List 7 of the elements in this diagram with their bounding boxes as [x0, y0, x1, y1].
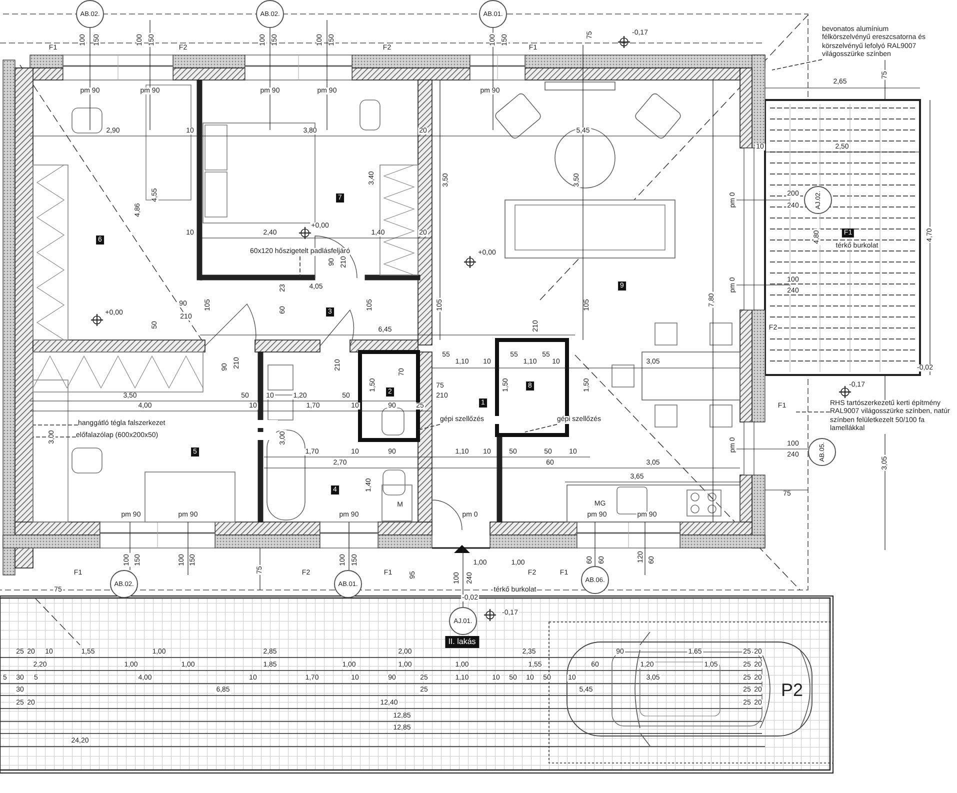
leader-line: [772, 59, 822, 70]
leader-line: [418, 424, 440, 430]
leader-line: [32, 436, 76, 438]
parking-space-label: P2: [780, 681, 804, 699]
leader-line: [32, 424, 78, 426]
leader-line: [524, 424, 558, 432]
apartment-label: II. lakás: [445, 636, 479, 648]
